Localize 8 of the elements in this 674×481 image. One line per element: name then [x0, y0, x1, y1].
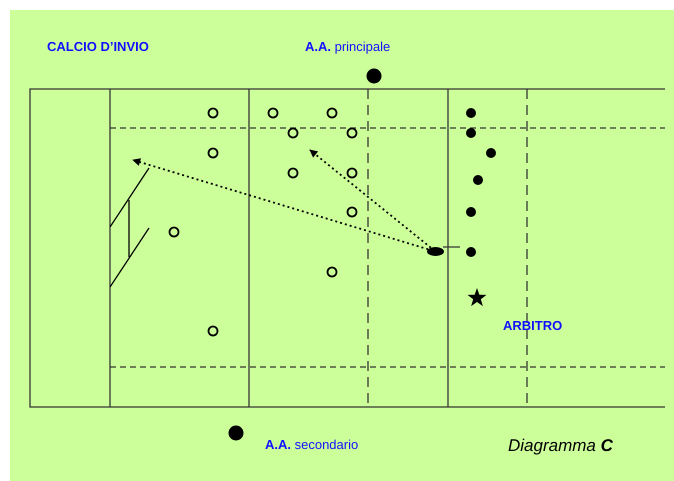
referee-label: ARBITRO: [503, 318, 562, 334]
rugby-ball: [427, 247, 444, 256]
touch-judge-label: A.A. principale: [305, 39, 390, 55]
kick-arrow: [309, 149, 432, 248]
kickoff-title: CALCIO D’INVIO: [47, 39, 149, 55]
touch-judge-label: A.A. secondario: [265, 437, 358, 453]
diagram-caption: Diagramma C: [508, 438, 613, 454]
kick-arrow: [132, 158, 428, 250]
